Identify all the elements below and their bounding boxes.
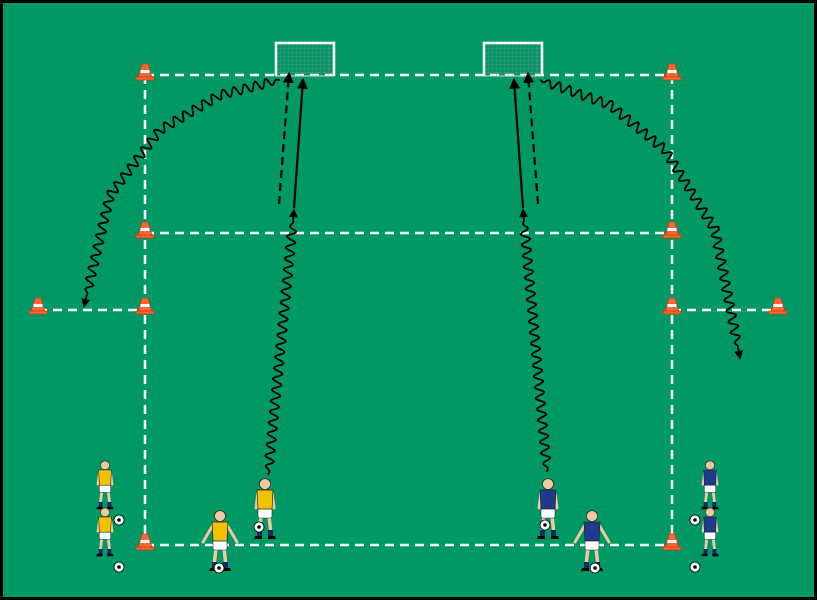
ball <box>539 519 551 531</box>
dribble-arrow <box>519 208 552 473</box>
ball <box>689 514 701 526</box>
ball <box>253 521 265 533</box>
pitch-surface <box>3 3 814 597</box>
player-yellow <box>201 510 239 571</box>
dribble-arrow <box>539 78 744 360</box>
player-blue <box>573 510 611 571</box>
ball <box>113 561 125 573</box>
dribble-arrow <box>264 208 298 476</box>
player-blue <box>701 507 719 557</box>
left-goal <box>274 41 336 77</box>
ball <box>589 562 601 574</box>
players <box>96 460 719 571</box>
dribble-arrows <box>81 78 744 476</box>
dribble-arrow <box>81 78 280 308</box>
ball <box>689 561 701 573</box>
pass-arrows <box>277 71 540 209</box>
player-yellow <box>96 460 114 510</box>
ball <box>113 514 125 526</box>
player-yellow <box>254 478 276 539</box>
ball <box>213 562 225 574</box>
player-blue <box>701 460 719 510</box>
right-goal <box>482 41 544 77</box>
player-yellow <box>96 507 114 557</box>
